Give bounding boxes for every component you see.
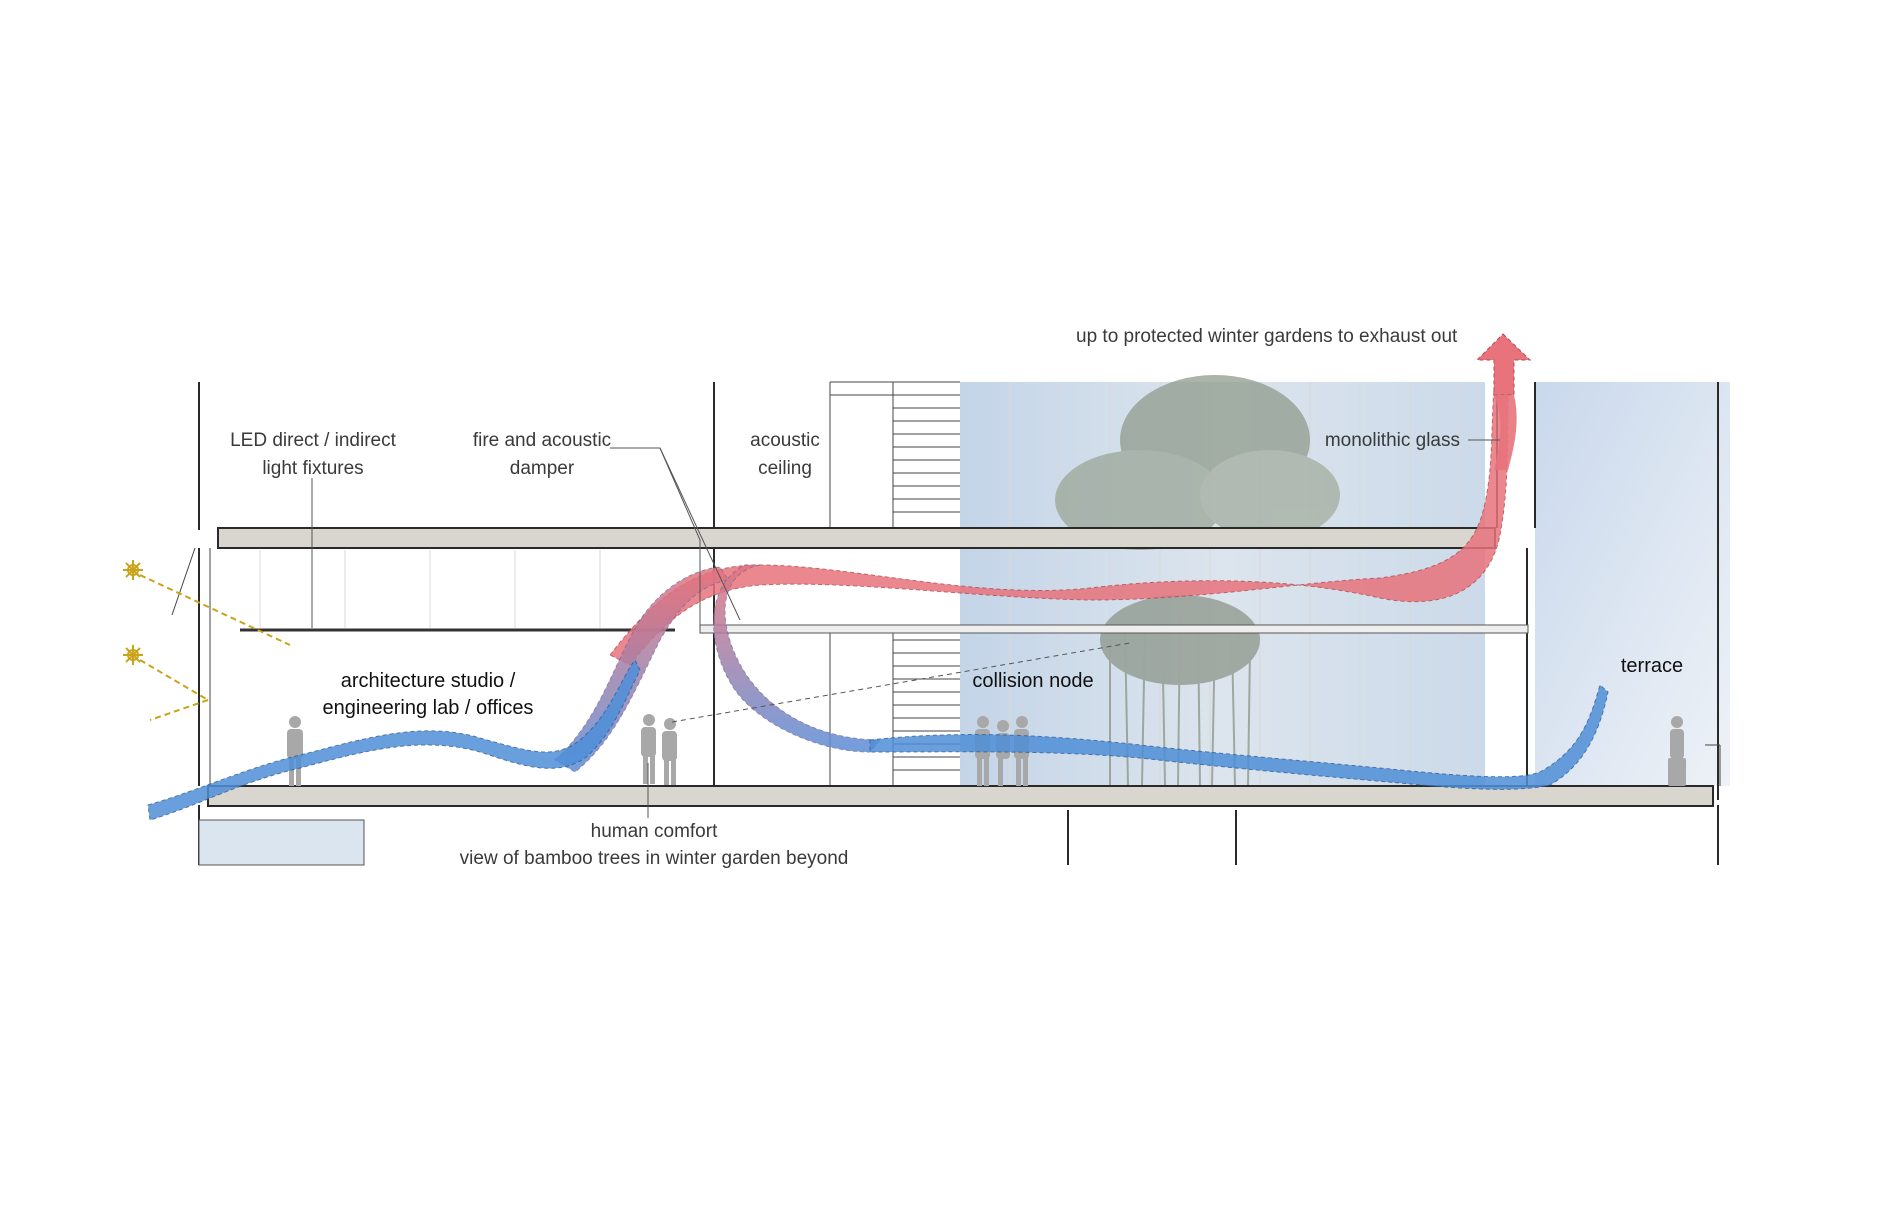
upper-floor-slab	[217, 527, 1496, 549]
terrace-glass	[1535, 382, 1730, 786]
led-label-line2: light fixtures	[262, 458, 363, 479]
led-label-line1: LED direct / indirect	[230, 430, 397, 451]
ceiling-panels	[259, 550, 601, 628]
mixed-air-ribbon-descending	[713, 564, 882, 753]
comfort-view-line	[671, 642, 1131, 723]
damper-label-line2: damper	[510, 458, 575, 479]
upper-stair	[829, 381, 960, 528]
mixed-air-ribbon-rising	[554, 566, 729, 773]
person-studio	[287, 716, 303, 786]
studio-label-line1: architecture studio /	[341, 670, 516, 692]
sun-icon	[123, 645, 143, 665]
damper-leader	[610, 447, 701, 625]
sun-icon	[123, 560, 143, 580]
acoustic-label-line1: acoustic	[750, 430, 820, 451]
exhaust-label: up to protected winter gardens to exhaus…	[1076, 326, 1458, 347]
warm-air-ribbon-exhaust	[1494, 395, 1517, 470]
comfort-label-line1: human comfort	[591, 821, 718, 842]
comfort-label-line2: view of bamboo trees in winter garden be…	[460, 848, 849, 869]
acoustic-leader	[659, 447, 741, 621]
collision-node-label: collision node	[972, 670, 1093, 692]
acoustic-label-line2: ceiling	[758, 458, 812, 479]
cool-air-ribbon-floor	[869, 684, 1609, 790]
studio-label-line2: engineering lab / offices	[323, 697, 534, 719]
lower-glass-strip	[198, 819, 365, 866]
terrace-label: terrace	[1621, 655, 1683, 677]
damper-label-line1: fire and acoustic	[473, 430, 611, 451]
acoustic-ceiling	[699, 624, 1529, 634]
glass-label: monolithic glass	[1325, 430, 1460, 451]
lower-stair	[829, 631, 960, 786]
cool-air-ribbon-lower	[147, 659, 641, 821]
people-corridor	[641, 714, 677, 785]
left-facade-sunshade	[171, 547, 196, 616]
sunlight-rays	[139, 574, 291, 721]
person-terrace	[1668, 716, 1686, 786]
bamboo-trees	[1055, 375, 1340, 787]
